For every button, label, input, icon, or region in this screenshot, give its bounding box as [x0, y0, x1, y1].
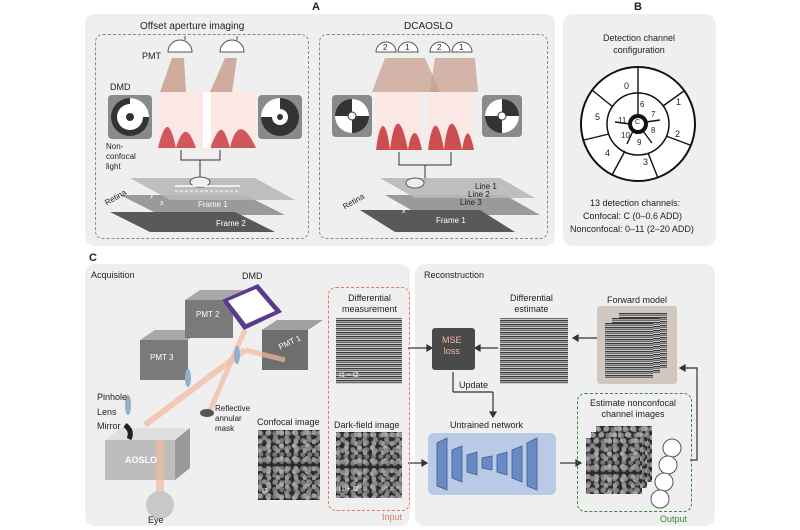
- channel-2: 2: [675, 129, 681, 139]
- dcaoslo-pmt-2a: 2: [383, 43, 388, 52]
- acquisition-title: Acquisition: [91, 270, 135, 280]
- forward-model-title: Forward model: [607, 295, 668, 305]
- line1-label: Line 1: [475, 182, 497, 191]
- mse-loss-label: MSE loss: [442, 335, 462, 356]
- frame1-label-dcaoslo: Frame 1: [436, 216, 466, 225]
- pmt-label: PMT: [142, 51, 161, 61]
- differential-estimate-image: [500, 318, 568, 384]
- axis-y-offset: y: [150, 192, 154, 199]
- input-box: [328, 287, 410, 511]
- line3-label: Line 3: [460, 198, 482, 207]
- mse-loss-box: [432, 328, 475, 370]
- channel-4: 4: [605, 148, 611, 158]
- darkfield-image-sub: I1 + I2: [339, 486, 359, 493]
- nonconfocal-light-label: Non- confocal light: [106, 142, 136, 171]
- estimate-nonconfocal-title: Estimate nonconfocal channel images: [590, 398, 677, 419]
- dcaoslo-pmt-1b: 1: [459, 43, 464, 52]
- channel-c: C: [635, 119, 641, 126]
- dcaoslo-pmt-2b: 2: [437, 43, 442, 52]
- untrained-network-label: Untrained network: [450, 420, 524, 430]
- aoslo-label: AOSLO: [125, 455, 158, 465]
- differential-measurement-image: [336, 318, 402, 384]
- darkfield-image-title: Dark-field image: [334, 420, 400, 430]
- mirror-label: Mirror: [97, 421, 121, 431]
- output-label: Output: [660, 514, 688, 524]
- channel-8: 8: [651, 126, 656, 135]
- nonconfocal-range: Nonconfocal: 0–11 (2–20 ADD): [570, 224, 694, 234]
- offset-aperture-title: Offset aperture imaging: [140, 21, 245, 32]
- channel-11: 11: [618, 116, 627, 125]
- frame2-label-offset: Frame 2: [216, 219, 246, 228]
- channel-1: 1: [676, 97, 682, 107]
- eye-label: Eye: [148, 515, 164, 525]
- detection-config-title: Detection channel configuration: [602, 33, 676, 55]
- panel-c-label: C: [89, 252, 97, 264]
- dcaoslo-pmt-1a: 1: [405, 43, 410, 52]
- output-box: [577, 393, 692, 512]
- confocal-image-title: Confocal image: [257, 417, 320, 427]
- reconstruction-title: Reconstruction: [424, 270, 485, 280]
- panel-a-label: A: [312, 1, 320, 13]
- update-label: Update: [459, 380, 489, 390]
- differential-measurement-title: Differential measurement: [342, 293, 398, 314]
- line2-label: Line 2: [468, 190, 490, 199]
- channel-0: 0: [624, 81, 630, 91]
- output-stack-1: [586, 438, 642, 494]
- channel-6: 6: [640, 100, 645, 109]
- dcaoslo-box: [319, 34, 548, 239]
- frame1-label-offset: Frame 1: [198, 200, 228, 209]
- input-label: Input: [382, 512, 403, 522]
- panel-b-label: B: [634, 1, 642, 13]
- axis-x-dcaoslo: x: [402, 208, 406, 215]
- pmt2-label: PMT 2: [196, 310, 220, 319]
- axis-x-offset: x: [160, 200, 164, 207]
- pmt3-label: PMT 3: [150, 353, 174, 362]
- channel-caption: 13 detection channels:: [590, 198, 681, 208]
- forward-model-stack-1: [605, 323, 653, 379]
- channel-5: 5: [595, 112, 601, 122]
- pinhole-label: Pinhole: [97, 392, 128, 402]
- reflective-mask-label: Reflective annular mask: [215, 404, 251, 433]
- channel-10: 10: [621, 131, 630, 140]
- confocal-range: Confocal: C (0–0.6 ADD): [583, 211, 683, 221]
- offset-aperture-box: [95, 34, 309, 239]
- confocal-image: [258, 430, 320, 500]
- lens-label: Lens: [97, 407, 117, 417]
- channel-9: 9: [637, 138, 642, 147]
- axis-y-dcaoslo: y: [392, 200, 396, 207]
- channel-3: 3: [643, 157, 649, 167]
- channel-7: 7: [651, 110, 656, 119]
- dmd-label: DMD: [110, 82, 131, 92]
- dcaoslo-title: DCAOSLO: [404, 21, 453, 32]
- differential-estimate-title: Differential estimate: [510, 293, 553, 314]
- confocal-image-sub: I3: [262, 488, 268, 495]
- darkfield-image: [336, 432, 402, 498]
- differential-measurement-sub: I1 − I2: [339, 372, 359, 379]
- dmd-c-label: DMD: [242, 271, 263, 281]
